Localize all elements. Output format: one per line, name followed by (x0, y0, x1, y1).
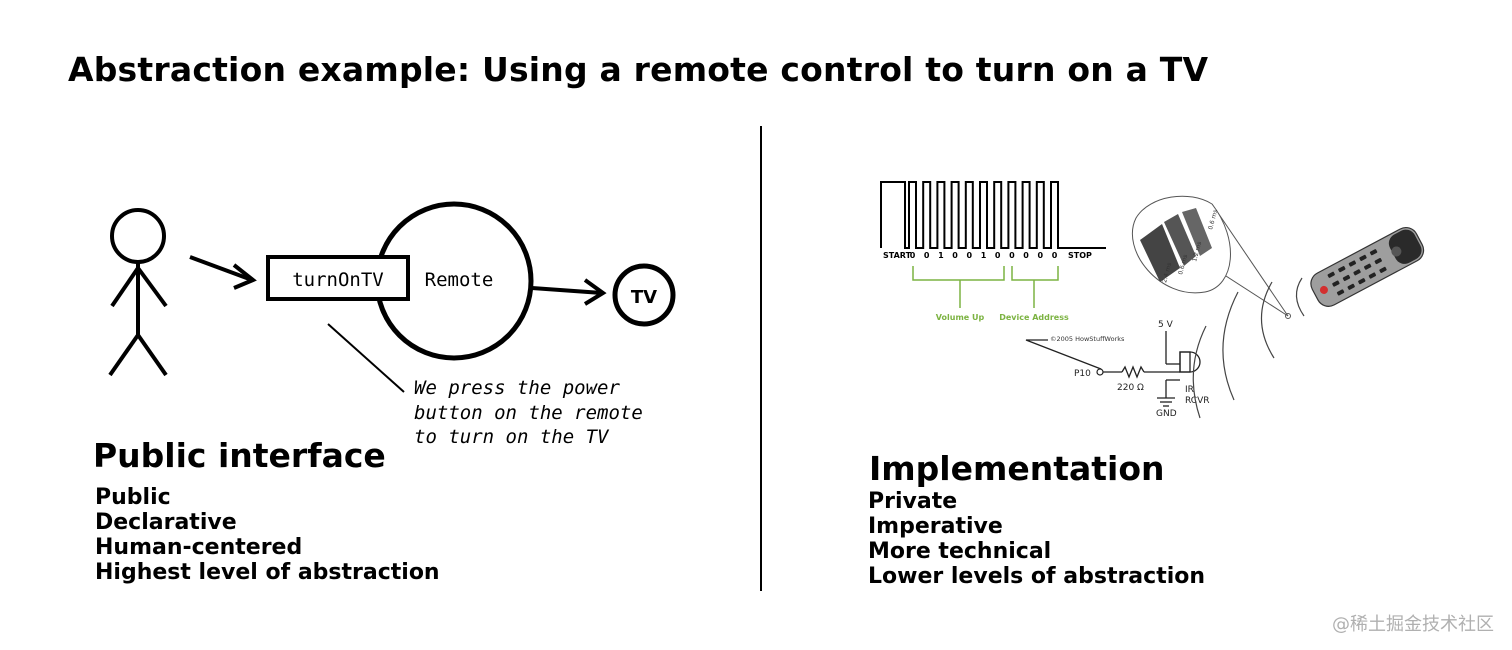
section-divider (760, 126, 762, 591)
stick-figure (108, 208, 168, 377)
bit-label: 0 (952, 251, 958, 260)
waveform-stop-label: STOP (1068, 251, 1092, 260)
copyright-label: ©2005 HowStuffWorks (1050, 335, 1125, 343)
waveform-start-label: START (883, 251, 912, 260)
bit-label: 0 (910, 251, 916, 260)
list-item: Lower levels of abstraction (868, 564, 1206, 589)
ir-beam-cone (1131, 195, 1291, 319)
bit-label: 0 (1009, 251, 1015, 260)
receiver-label-line2: RCVR (1185, 396, 1210, 406)
list-item: Private (868, 489, 958, 514)
list-item: Imperative (868, 514, 1003, 539)
turn-on-tv-button (266, 255, 410, 301)
watermark: @稀土掘金技术社区 (1332, 614, 1494, 635)
implementation-list: Private Imperative More technical Lower … (868, 489, 1205, 589)
pin-terminal (1096, 368, 1104, 376)
remote-label: Remote (425, 269, 494, 291)
device-address-label: Device Address (999, 313, 1069, 322)
page-title: Abstraction example: Using a remote cont… (68, 50, 1209, 89)
bit-group-brackets (912, 266, 1059, 308)
ir-waveform (880, 181, 1106, 249)
arrow-remote-to-tv (531, 278, 607, 306)
implementation-heading: Implementation (869, 449, 1165, 488)
list-item: Public (95, 485, 171, 510)
bit-label: 1 (981, 251, 987, 260)
bit-label: 1 (938, 251, 944, 260)
receiver-label-line1: IR (1185, 385, 1194, 395)
bit-label: 0 (967, 251, 973, 260)
turn-on-tv-label: turnOnTV (292, 269, 384, 291)
remote-control-icon (1310, 226, 1425, 307)
public-interface-heading: Public interface (93, 436, 386, 475)
ir-receiver-circuit (1025, 331, 1201, 407)
public-interface-list: Public Declarative Human-centered Highes… (95, 485, 440, 585)
bit-label: 0 (995, 251, 1001, 260)
remote-press-note: We press the power button on the remote … (414, 377, 643, 448)
arrow-person-to-remote (189, 255, 257, 290)
ground-label: GND (1156, 409, 1177, 419)
tv-circle (612, 263, 676, 327)
tv-label: TV (631, 287, 657, 308)
ir-wave-arcs (1192, 277, 1305, 419)
bit-label: 0 (1023, 251, 1029, 260)
note-pointer-line (327, 323, 405, 393)
resistor-label: 220 Ω (1117, 383, 1144, 393)
bit-label: 0 (1052, 251, 1058, 260)
list-item: Highest level of abstraction (95, 560, 440, 585)
bit-label: 0 (924, 251, 930, 260)
voltage-label: 5 V (1158, 320, 1174, 330)
bit-label: 0 (1038, 251, 1044, 260)
list-item: Human-centered (95, 535, 303, 560)
list-item: More technical (868, 539, 1052, 564)
pin-label: P10 (1074, 369, 1091, 379)
volume-up-label: Volume Up (936, 313, 985, 322)
list-item: Declarative (95, 510, 237, 535)
